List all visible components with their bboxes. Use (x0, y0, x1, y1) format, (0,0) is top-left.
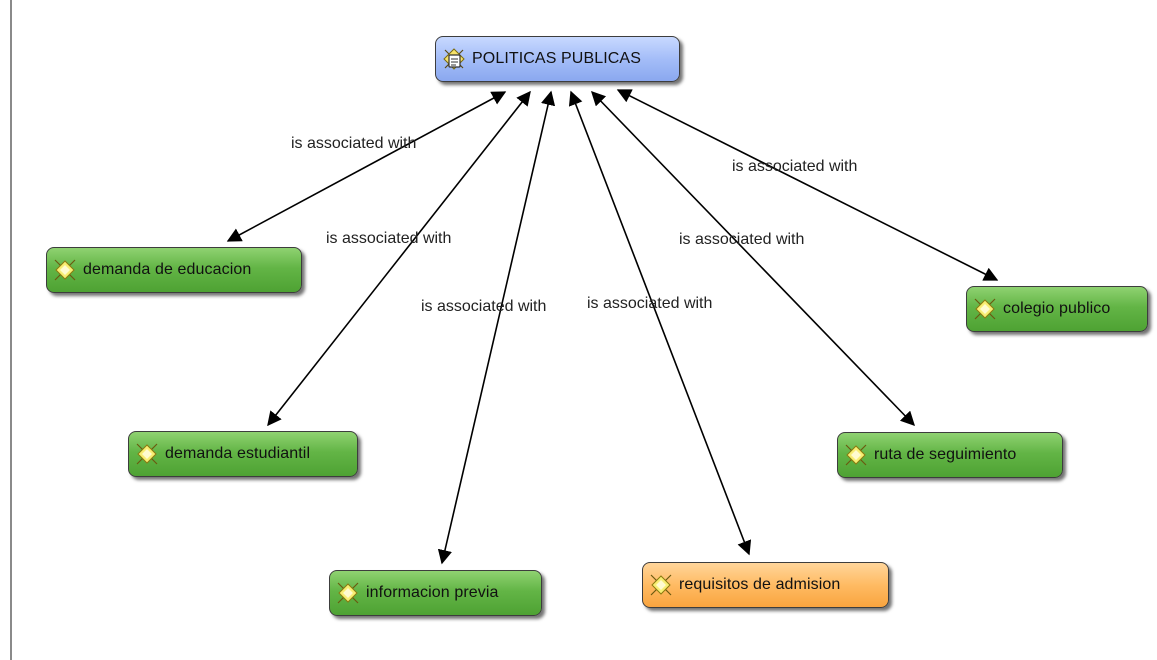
edge-label-requisitos-de-admision[interactable]: is associated with (587, 295, 713, 312)
edge-label-informacion-previa[interactable]: is associated with (421, 298, 547, 315)
node-label: requisitos de admision (679, 576, 841, 593)
node-informacion-previa[interactable]: informacion previa (329, 570, 542, 616)
node-label: demanda de educacion (83, 261, 252, 278)
edge-line-ruta-de-seguimiento[interactable] (590, 90, 916, 427)
central-concept-label: POLITICAS PUBLICAS (472, 50, 641, 67)
concept-diamond-icon (845, 444, 867, 466)
edge-label-ruta-de-seguimiento[interactable]: is associated with (679, 231, 805, 248)
concept-diamond-icon (650, 574, 672, 596)
node-demanda-estudiantil[interactable]: demanda estudiantil (128, 431, 358, 477)
concept-document-icon (443, 48, 465, 70)
node-label: informacion previa (366, 584, 499, 601)
edge-line-informacion-previa[interactable] (437, 90, 556, 565)
edge-label-demanda-estudiantil[interactable]: is associated with (326, 230, 452, 247)
central-concept-node[interactable]: POLITICAS PUBLICAS (435, 36, 680, 82)
edge-label-colegio-publico[interactable]: is associated with (732, 158, 858, 175)
node-requisitos-de-admision[interactable]: requisitos de admision (642, 562, 889, 608)
left-divider (10, 0, 12, 660)
edge-label-demanda-de-educacion[interactable]: is associated with (291, 135, 417, 152)
concept-diamond-icon (974, 298, 996, 320)
node-label: demanda estudiantil (165, 445, 311, 462)
concept-diamond-icon (136, 443, 158, 465)
concept-diamond-icon (54, 259, 76, 281)
node-colegio-publico[interactable]: colegio publico (966, 286, 1148, 332)
concept-diamond-icon (337, 582, 359, 604)
edge-line-demanda-de-educacion[interactable] (226, 91, 507, 242)
edge-line-colegio-publico[interactable] (616, 89, 999, 281)
node-ruta-de-seguimiento[interactable]: ruta de seguimiento (837, 432, 1063, 478)
node-label: colegio publico (1003, 300, 1111, 317)
node-label: ruta de seguimiento (874, 446, 1017, 463)
node-demanda-de-educacion[interactable]: demanda de educacion (46, 247, 302, 293)
